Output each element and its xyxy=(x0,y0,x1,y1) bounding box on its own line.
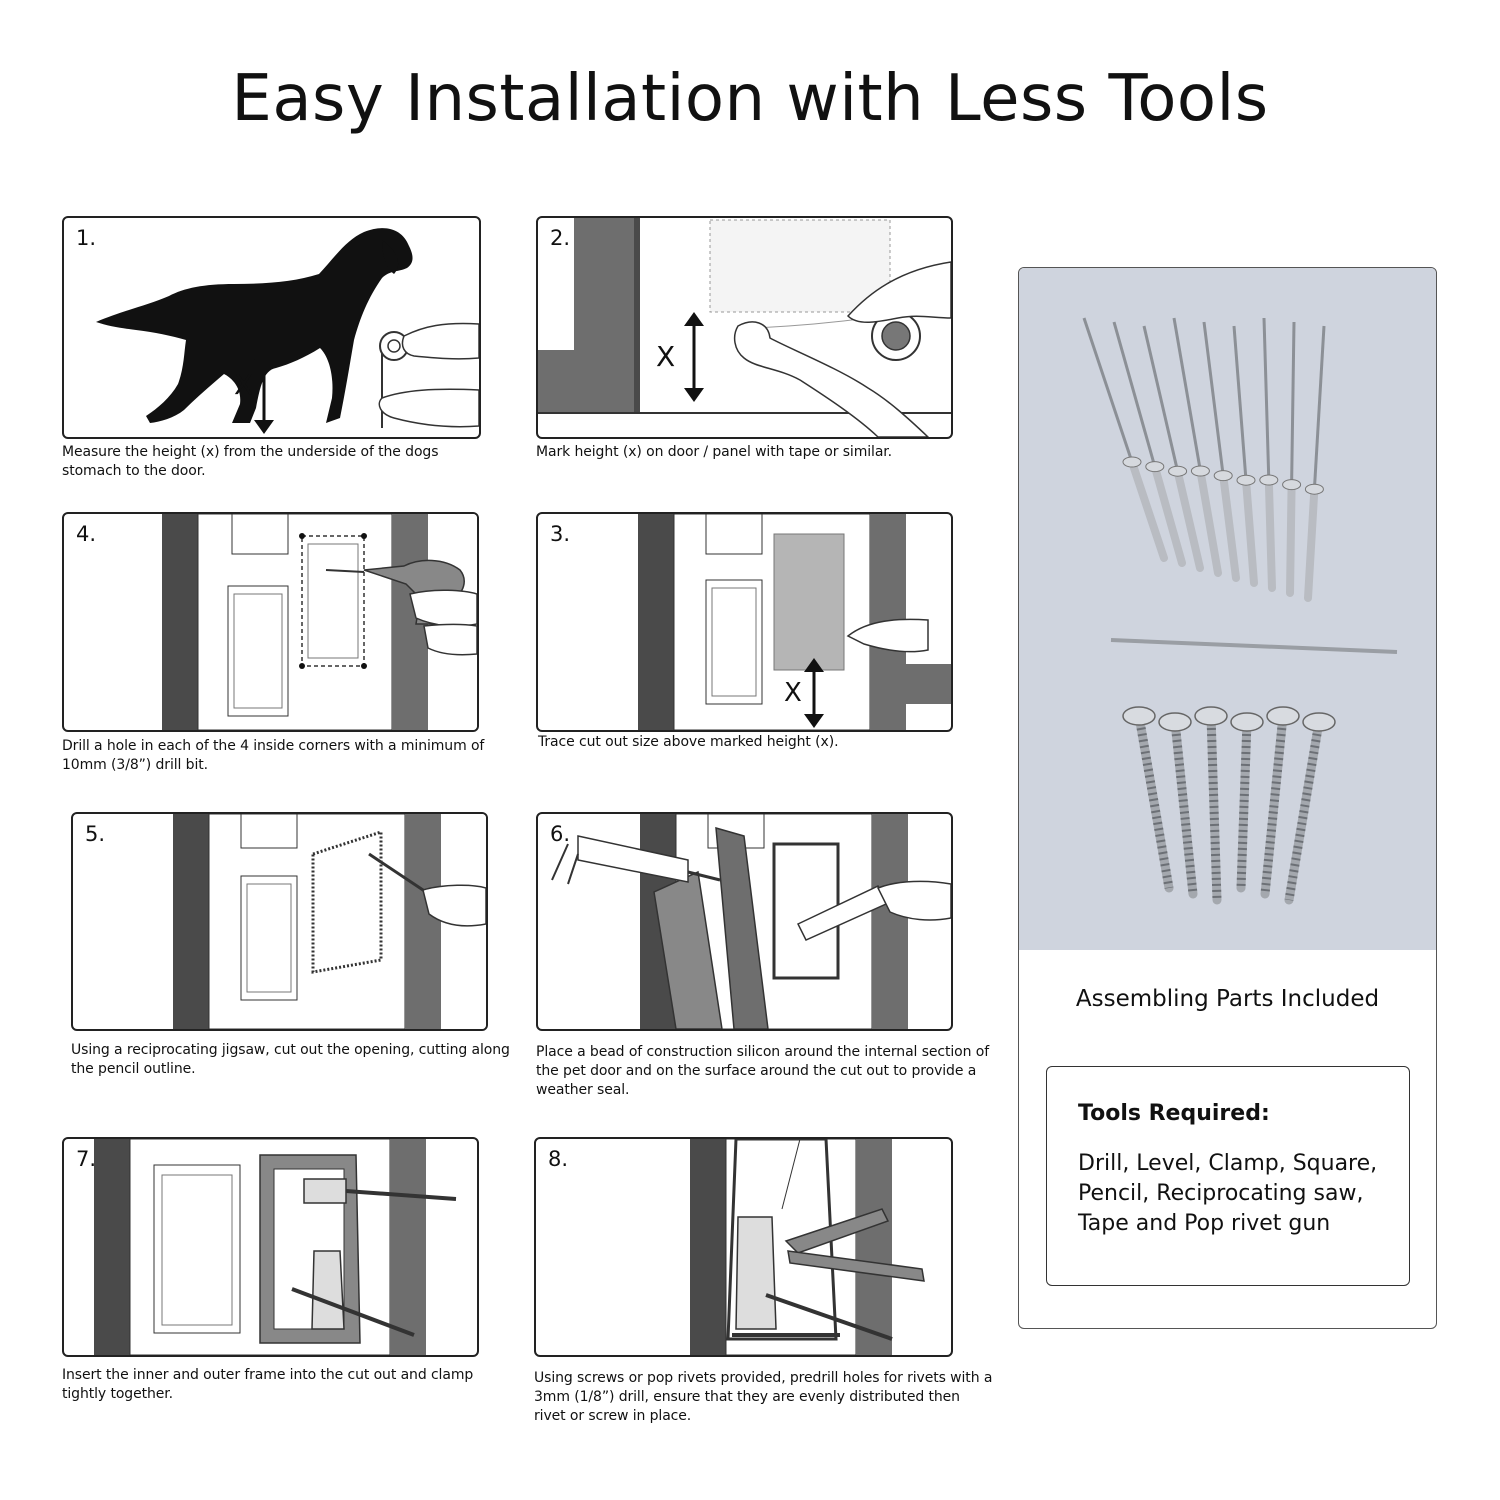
step-6-panel: 6. xyxy=(536,812,953,1031)
step-5-panel: 5. xyxy=(71,812,488,1031)
step-2-panel: 2. X xyxy=(536,216,953,439)
loose-pin xyxy=(1110,638,1398,654)
step-number: 6. xyxy=(550,822,571,846)
step-number: 2. xyxy=(550,226,571,250)
step-number: 7. xyxy=(76,1147,97,1171)
height-marker: X xyxy=(656,340,676,373)
step-8-panel: 8. xyxy=(534,1137,953,1357)
hand-lower xyxy=(378,388,479,428)
step-4-caption: Drill a hole in each of the 4 inside cor… xyxy=(62,738,485,773)
step-2-caption: Mark height (x) on door / panel with tap… xyxy=(536,444,893,460)
screw-head xyxy=(1302,712,1336,732)
screw-head xyxy=(1266,706,1300,726)
hand-support xyxy=(423,623,477,656)
screw-head xyxy=(1122,706,1156,726)
step-3-panel: 3. X xyxy=(536,512,953,732)
step-number: 1. xyxy=(76,226,97,250)
screw-thread xyxy=(1170,721,1198,895)
step-number: 8. xyxy=(548,1147,569,1171)
screw-thread xyxy=(1236,721,1252,889)
step-4-illustration xyxy=(162,514,477,730)
rivet-head xyxy=(1304,483,1324,495)
step-7-panel: 7. xyxy=(62,1137,479,1357)
hand-caulk xyxy=(876,880,951,921)
step-6-caption: Place a bead of construction silicon aro… xyxy=(536,1044,990,1098)
hand-pencil xyxy=(846,618,929,653)
clamp-top-icon xyxy=(303,1178,347,1204)
step-3-caption: Trace cut out size above marked height (… xyxy=(538,734,839,750)
rivet-body xyxy=(1196,467,1222,577)
rivet-body xyxy=(1286,480,1296,597)
step-1-panel: 1. X xyxy=(62,216,481,439)
height-marker: X xyxy=(234,368,254,401)
caulk-gun-icon xyxy=(577,835,689,883)
rivet-body xyxy=(1304,485,1319,602)
cutout-edge xyxy=(772,842,840,980)
tools-list: Drill, Level, Clamp, Square, Pencil, Rec… xyxy=(1078,1151,1378,1236)
rivet-body xyxy=(1173,467,1204,572)
rivet-head xyxy=(1122,456,1142,468)
step-number: 3. xyxy=(550,522,571,546)
cut-outline xyxy=(301,535,365,667)
step-7-illustration xyxy=(94,1139,457,1355)
screw-thread xyxy=(1134,715,1174,889)
screw-thread xyxy=(1206,715,1222,901)
screw-head xyxy=(1230,712,1264,732)
height-marker: X xyxy=(784,678,802,708)
tools-heading: Tools Required: xyxy=(1078,1101,1270,1126)
rivet-body xyxy=(1150,462,1186,567)
hand-jigsaw xyxy=(422,884,486,927)
step-8-caption: Using screws or pop rivets provided, pre… xyxy=(534,1370,993,1424)
screw-thread xyxy=(1284,721,1324,901)
rivet-body xyxy=(1264,476,1276,592)
rivet-body xyxy=(1219,471,1240,582)
parts-photo-illustration xyxy=(1082,317,1398,905)
step-5-illustration xyxy=(173,814,486,1029)
rivet-head xyxy=(1213,470,1233,482)
rivet-head xyxy=(1145,461,1165,473)
rivet-head xyxy=(1282,479,1302,491)
pet-door-frame xyxy=(726,1139,838,1341)
rivet-gun-icon xyxy=(784,1208,890,1254)
step-3-illustration xyxy=(638,514,951,730)
dog-silhouette xyxy=(96,228,413,423)
step-1-caption: Measure the height (x) from the undersid… xyxy=(62,444,439,479)
step-4-panel: 4. xyxy=(62,512,479,732)
clamp-bottom-icon xyxy=(311,1250,345,1330)
pet-door-outline xyxy=(709,219,891,313)
page-title: Easy Installation with Less Tools xyxy=(231,62,1269,136)
rivet-head xyxy=(1168,465,1188,477)
dog-ear xyxy=(382,240,399,274)
hand-right xyxy=(846,261,951,323)
clamp-icon xyxy=(735,1216,777,1330)
step-5-caption: Using a reciprocating jigsaw, cut out th… xyxy=(71,1042,510,1077)
step-6-illustration xyxy=(551,814,951,1029)
step-7-caption: Insert the inner and outer frame into th… xyxy=(62,1367,474,1402)
rivet-head xyxy=(1259,474,1279,486)
parts-label: Assembling Parts Included xyxy=(1075,986,1380,1012)
step-8-illustration xyxy=(690,1139,925,1355)
template-sheet xyxy=(773,533,845,671)
step-2-illustration xyxy=(538,218,951,437)
screw-head xyxy=(1194,706,1228,726)
rivet-head xyxy=(1236,474,1256,486)
step-1-illustration xyxy=(96,228,479,434)
screw-shank xyxy=(1260,711,1288,899)
cut-opening xyxy=(311,829,383,974)
rivet-head xyxy=(1190,465,1210,477)
parts-panel: Assembling Parts Included Tools Required… xyxy=(1018,267,1437,1329)
tools-box: Tools Required: Drill, Level, Clamp, Squ… xyxy=(1046,1066,1410,1286)
parts-photo xyxy=(1019,268,1436,950)
hand-upper xyxy=(401,322,479,360)
rivet-body xyxy=(1128,458,1168,562)
step-number: 5. xyxy=(85,822,106,846)
screw-shank xyxy=(1134,711,1174,893)
rivet-body xyxy=(1242,476,1258,587)
hand-drill xyxy=(409,589,477,627)
screw-head xyxy=(1158,712,1192,732)
hand-left xyxy=(733,321,930,437)
step-number: 4. xyxy=(76,522,97,546)
